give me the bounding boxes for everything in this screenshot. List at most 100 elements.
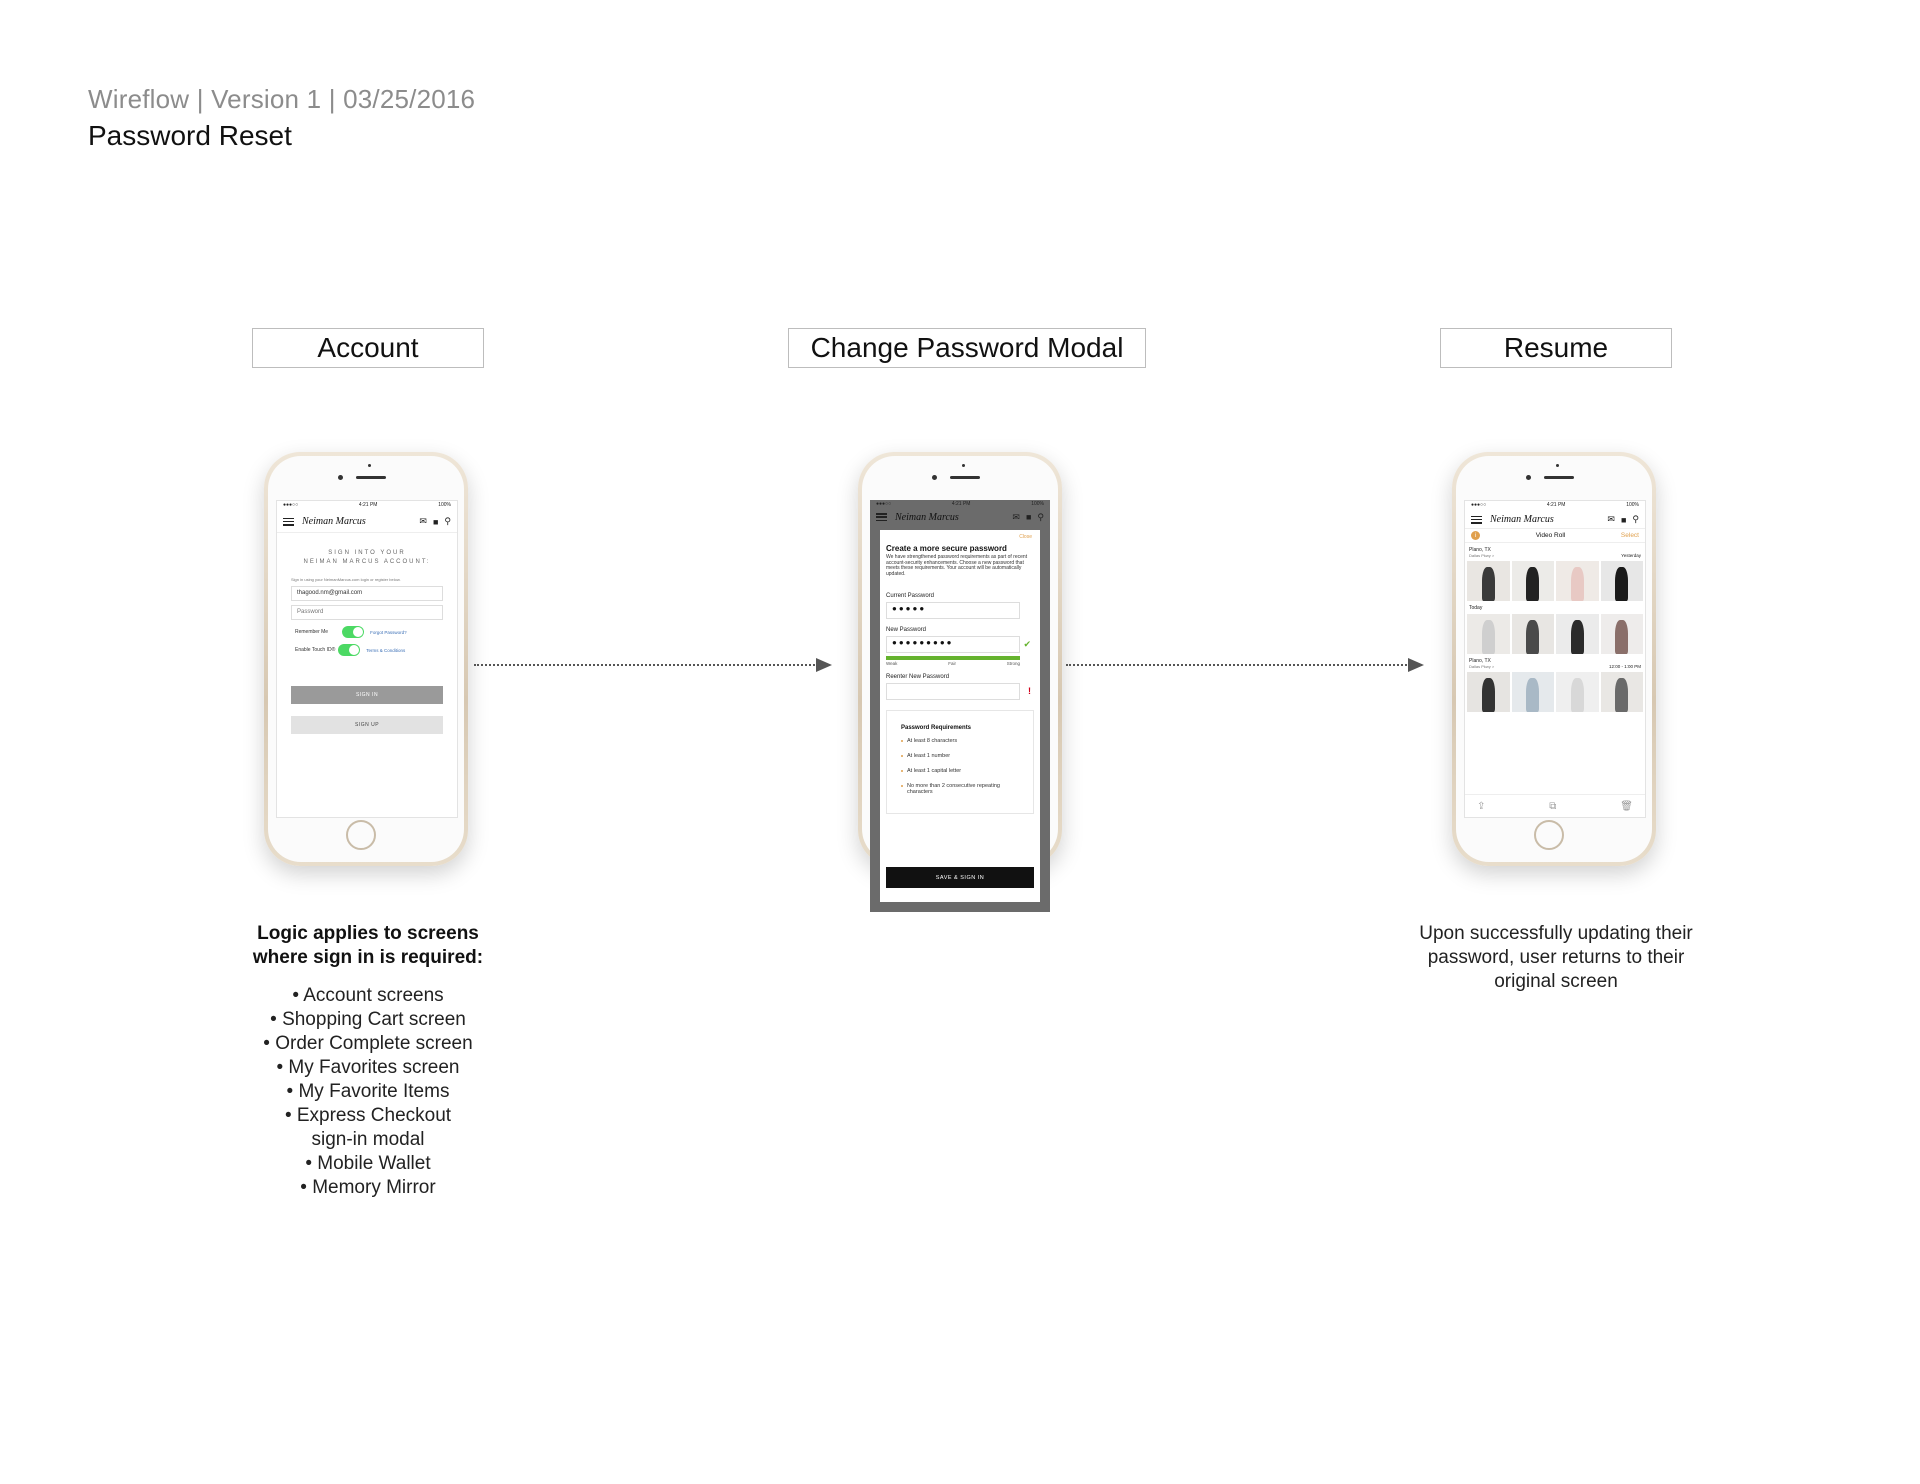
- share-icon[interactable]: ⇪: [1477, 800, 1486, 812]
- new-password-input[interactable]: ●●●●●●●●● ✔: [886, 636, 1031, 654]
- terms-link[interactable]: Terms & Conditions: [366, 647, 406, 653]
- caption-list-item: • Express Checkout: [284, 1105, 452, 1126]
- step-label-text: Change Password Modal: [810, 332, 1124, 363]
- video-roll-toolbar: ⇪ ⧉ 🗑: [1465, 794, 1645, 817]
- trash-icon[interactable]: 🗑: [1620, 800, 1633, 812]
- brand-logo[interactable]: Neiman Marcus: [1490, 514, 1554, 525]
- shopping-bag-icon[interactable]: ■: [432, 516, 439, 527]
- sign-in-heading-line2: NEIMAN MARCUS ACCOUNT:: [303, 559, 431, 565]
- group-time: Yesterday: [1621, 553, 1641, 558]
- touch-id-toggle[interactable]: [338, 644, 361, 656]
- app-header: Neiman Marcus ✉ ■ ⚲: [277, 511, 457, 533]
- video-thumbnail[interactable]: [1556, 672, 1599, 712]
- carrier-signal: ●●●○○: [876, 501, 892, 507]
- status-bar: ●●●○○ 4:21 PM 100%: [277, 501, 457, 511]
- app-header: Neiman Marcus ✉ ■ ⚲: [1465, 511, 1645, 529]
- group-location: Plano, TX: [1469, 658, 1491, 664]
- mail-icon[interactable]: ✉: [419, 516, 427, 526]
- step-label-account: Account: [252, 328, 484, 368]
- account-screen: ●●●○○ 4:21 PM 100% Neiman Marcus ✉ ■ ⚲ S…: [276, 500, 458, 818]
- mail-icon[interactable]: ✉: [1607, 514, 1615, 524]
- resume-caption: Upon successfully updating their passwor…: [1400, 922, 1712, 994]
- wireflow-meta: Wireflow | Version 1 | 03/25/2016: [88, 84, 476, 114]
- video-thumbnail[interactable]: [1467, 561, 1510, 601]
- status-time: 4:21 PM: [358, 502, 378, 508]
- carrier-signal: ●●●○○: [283, 502, 299, 508]
- video-roll-bar: i Video Roll Select: [1465, 529, 1645, 543]
- photo-row: [1465, 669, 1645, 712]
- status-time: 4:21 PM: [1546, 502, 1566, 508]
- shopping-bag-icon[interactable]: ■: [1620, 514, 1627, 525]
- video-thumbnail[interactable]: [1556, 614, 1599, 654]
- photo-row: [1465, 611, 1645, 654]
- sign-up-button[interactable]: SIGN UP: [291, 716, 443, 734]
- info-icon[interactable]: i: [1471, 531, 1480, 540]
- video-thumbnail[interactable]: [1467, 672, 1510, 712]
- group-sublocation: Dallas Pkwy >: [1469, 664, 1495, 669]
- caption-list-item: sign-in modal: [311, 1129, 425, 1150]
- step-label-change-password: Change Password Modal: [788, 328, 1146, 368]
- video-thumbnail[interactable]: [1600, 561, 1643, 601]
- home-button[interactable]: [346, 820, 376, 850]
- modal-close-link[interactable]: Close: [1019, 534, 1032, 540]
- status-bar: ●●●○○ 4:21 PM 100%: [870, 500, 1050, 510]
- remember-me-toggle[interactable]: [342, 626, 365, 638]
- resume-caption-line2: password, user returns to their: [1427, 947, 1685, 968]
- caption-list-item: • Order Complete screen: [263, 1033, 473, 1054]
- sign-in-subtext: Sign in using your NeimanMarcus.com logi…: [291, 577, 401, 582]
- requirements-title: Password Requirements: [901, 725, 972, 732]
- touch-id-row: Enable Touch ID® Terms & Conditions: [295, 644, 443, 656]
- sign-in-heading-line1: SIGN INTO YOUR: [328, 550, 406, 556]
- sign-in-button[interactable]: SIGN IN: [291, 686, 443, 704]
- video-thumbnail[interactable]: [1511, 672, 1554, 712]
- video-thumbnail[interactable]: [1556, 561, 1599, 601]
- status-battery: 100%: [438, 502, 451, 508]
- video-thumbnail[interactable]: [1511, 561, 1554, 601]
- reenter-password-label: Reenter New Password: [886, 674, 950, 681]
- modal-description: We have strengthened password requiremen…: [886, 554, 1028, 577]
- password-field[interactable]: Password: [291, 605, 443, 620]
- brand-logo[interactable]: Neiman Marcus: [302, 516, 366, 527]
- email-field[interactable]: thagood.nm@gmail.com: [291, 586, 443, 601]
- caption-list-item: • Mobile Wallet: [305, 1153, 431, 1174]
- select-button[interactable]: Select: [1620, 532, 1639, 539]
- reenter-password-input[interactable]: !: [886, 683, 1031, 701]
- step-label-text: Account: [317, 332, 419, 363]
- video-thumbnail[interactable]: [1600, 614, 1643, 654]
- hamburger-menu-icon: [876, 513, 887, 521]
- search-icon: ⚲: [1037, 511, 1044, 522]
- sign-in-heading: SIGN INTO YOUR NEIMAN MARCUS ACCOUNT:: [277, 549, 457, 567]
- group-sublocation: Dallas Pkwy >: [1469, 553, 1495, 558]
- modal-title: Create a more secure password: [886, 544, 1007, 553]
- page-title: Password Reset: [88, 120, 292, 151]
- strength-labels: Weak Fair Strong: [886, 661, 1020, 666]
- front-camera: [1526, 475, 1531, 480]
- compare-icon[interactable]: ⧉: [1549, 800, 1557, 812]
- phone-account: ●●●○○ 4:21 PM 100% Neiman Marcus ✉ ■ ⚲ S…: [264, 452, 468, 866]
- current-password-input[interactable]: ●●●●●: [886, 602, 1020, 620]
- account-caption: Logic applies to screens where sign in i…: [228, 922, 508, 1200]
- video-thumbnail[interactable]: [1467, 614, 1510, 654]
- hamburger-menu-icon[interactable]: [283, 517, 294, 526]
- video-thumbnail[interactable]: [1600, 672, 1643, 712]
- strength-strong: Strong: [1006, 661, 1020, 667]
- brand-logo: Neiman Marcus: [895, 511, 959, 523]
- forgot-password-link[interactable]: Forgot Password?: [370, 629, 407, 635]
- photo-row: [1465, 558, 1645, 601]
- group-time: 12:00 - 1:00 PM: [1608, 664, 1641, 669]
- video-thumbnail[interactable]: [1511, 614, 1554, 654]
- status-battery: 100%: [1031, 501, 1044, 507]
- phone-resume: ●●●○○ 4:21 PM 100% Neiman Marcus ✉ ■ ⚲ i…: [1452, 452, 1656, 866]
- status-time: 4:21 PM: [951, 501, 971, 507]
- resume-caption-line1: Upon successfully updating their: [1419, 923, 1693, 944]
- status-battery: 100%: [1626, 502, 1639, 508]
- step-label-resume: Resume: [1440, 328, 1672, 368]
- app-header-dimmed: Neiman Marcus ✉ ■ ⚲: [870, 510, 1050, 524]
- home-button[interactable]: [1534, 820, 1564, 850]
- save-and-sign-in-button[interactable]: SAVE & SIGN IN: [886, 867, 1034, 888]
- search-icon[interactable]: ⚲: [1632, 514, 1639, 524]
- search-icon[interactable]: ⚲: [444, 516, 451, 526]
- camera-dot: [962, 464, 965, 467]
- hamburger-menu-icon[interactable]: [1471, 515, 1482, 524]
